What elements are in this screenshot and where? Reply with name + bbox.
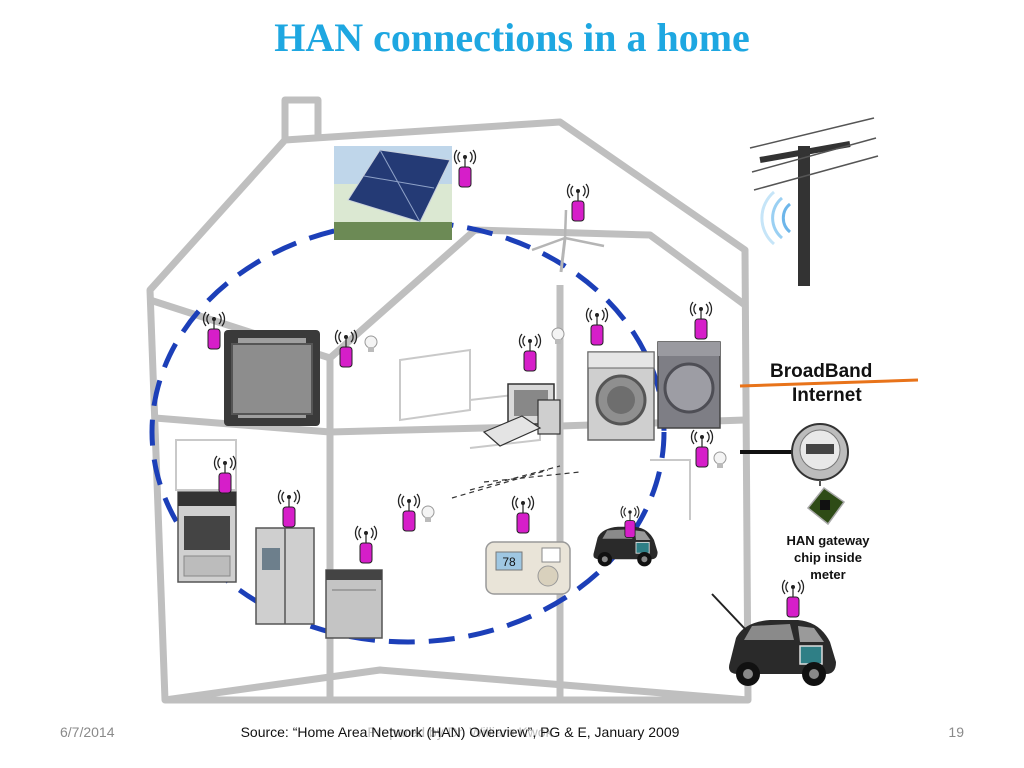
utility-pole-icon: [749, 117, 879, 286]
antenna-icon: [689, 301, 713, 340]
broadband-label: Internet: [792, 385, 862, 406]
footer-center: Prepared by Dr. William Kwok Source: “Ho…: [200, 724, 720, 740]
footer-source: Source: “Home Area Network (HAN) Overvie…: [240, 724, 680, 740]
antenna-icon: [511, 495, 535, 534]
solar-panel-icon: [334, 146, 452, 240]
electric-car-icon: [711, 593, 837, 687]
gateway-chip-icon: [806, 486, 846, 526]
gateway-label: chip inside: [794, 550, 862, 565]
antenna-icon: [690, 429, 714, 468]
antenna-icon: [213, 455, 237, 494]
television-icon: [224, 330, 320, 426]
antenna-icon: [202, 311, 226, 350]
antenna-icon: [781, 579, 805, 618]
wind-turbine-icon: [531, 209, 605, 273]
thermostat-icon: 78: [485, 541, 571, 595]
light-bulb-icon: [421, 505, 435, 523]
wireless-link-lines: [451, 465, 581, 499]
thermostat-reading: 78: [502, 555, 516, 569]
refrigerator-icon: [255, 527, 315, 625]
antenna-icon: [354, 525, 378, 564]
oven-icon: [177, 491, 237, 583]
light-bulb-icon: [713, 451, 727, 469]
dishwasher-icon: [325, 569, 383, 639]
dryer-icon: [657, 341, 721, 429]
page-number: 19: [948, 724, 964, 740]
light-bulb-icon: [364, 335, 378, 353]
slide-title: HAN connections in a home: [274, 15, 750, 60]
antenna-icon: [277, 489, 301, 528]
smart-meter-icon: [740, 423, 849, 486]
footer-date: 6/7/2014: [60, 724, 115, 740]
footer-presenter: Prepared by Dr. William Kwok: [367, 724, 553, 740]
antenna-icon: [397, 493, 421, 532]
antenna-icon: [518, 333, 542, 372]
antenna-icon: [566, 183, 590, 222]
washing-machine-icon: [587, 351, 655, 441]
gateway-label: HAN gateway: [786, 533, 870, 548]
antenna-icon: [453, 149, 477, 188]
antenna-icon: [585, 307, 609, 346]
broadband-label: BroadBand: [770, 361, 872, 382]
broadband-line: [739, 378, 919, 388]
computer-icon: [482, 383, 561, 447]
gateway-label: meter: [810, 567, 845, 582]
